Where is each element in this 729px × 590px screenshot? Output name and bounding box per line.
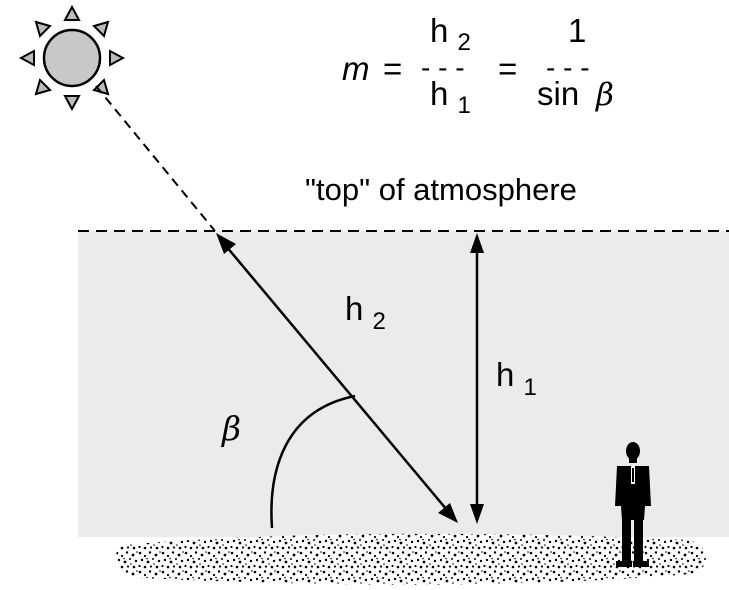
h2-label: h 2 — [345, 290, 386, 335]
equation-numerator-h2: h 2 — [430, 12, 471, 56]
slant-path-arrowhead-top — [216, 233, 236, 254]
equation-equals-2: = — [498, 50, 517, 87]
equation-denominator-h1: h 1 — [430, 75, 471, 119]
ground — [115, 533, 707, 585]
sun-icon — [18, 4, 126, 112]
h1-label-base: h — [496, 356, 514, 393]
h2-label-base: h — [345, 290, 363, 327]
equation-denominator-h1-sub: 1 — [458, 92, 471, 119]
equation-equals-1: = — [383, 50, 402, 87]
sun-ray-dashed — [95, 85, 216, 232]
equation-denominator-sin: sin — [537, 75, 579, 112]
equation-fraction-bar-2: - - - — [546, 52, 590, 83]
vertical-path-arrowhead-top — [470, 233, 484, 253]
equation-numerator-h2-base: h — [430, 12, 448, 49]
equation-denominator-h1-base: h — [430, 75, 448, 112]
h1-label-sub: 1 — [524, 374, 537, 401]
equation-denominator-beta: β — [595, 77, 614, 113]
equation-m: m — [342, 50, 370, 87]
equation-numerator-h2-sub: 2 — [458, 29, 471, 56]
slant-path-arrowhead-bottom — [438, 503, 458, 523]
angle-arc-beta — [270, 394, 356, 529]
atmosphere-top-label: "top" of atmosphere — [305, 172, 577, 207]
beta-label: β — [220, 409, 241, 448]
vertical-path-arrowhead-bottom — [470, 504, 484, 524]
equation-fraction-bar-1: - - - — [421, 52, 465, 83]
person-icon — [615, 442, 651, 567]
h1-label: h 1 — [496, 356, 537, 401]
equation-numerator-1: 1 — [568, 12, 586, 49]
h2-label-sub: 2 — [373, 308, 386, 335]
slant-path-h2 — [225, 245, 448, 511]
